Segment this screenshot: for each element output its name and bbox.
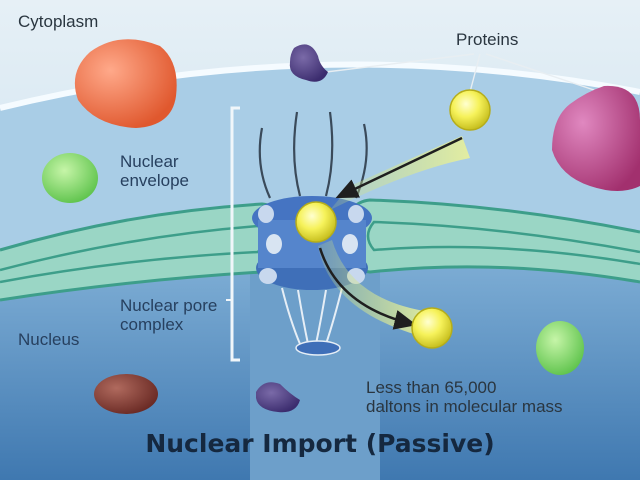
envelope-bracket (230, 106, 240, 362)
green-protein-right (536, 321, 584, 375)
nucleus-region-right (370, 216, 640, 480)
purple-protein (289, 44, 328, 82)
protein-leader-2 (469, 53, 481, 93)
protein-leader-3 (485, 53, 601, 93)
brown-protein (94, 374, 158, 414)
protein-leader-1 (325, 53, 475, 73)
nuclear-envelope-left (0, 204, 286, 300)
diagram-title: Nuclear Import (Passive) (145, 429, 495, 458)
label-nucleus: Nucleus (18, 330, 80, 349)
envelope-right-inner (366, 220, 640, 266)
magenta-protein (552, 85, 640, 191)
small-protein-cytoplasm (449, 89, 491, 131)
nuclear-envelope-right (346, 200, 640, 282)
label-nuclear-pore-complex: Nuclear pore complex (120, 296, 218, 334)
orange-protein (74, 39, 177, 129)
arrow-band-upper (330, 136, 470, 210)
small-protein-in-pore (295, 201, 337, 243)
label-proteins: Proteins (456, 30, 519, 49)
label-nuclear-envelope: Nuclear envelope (120, 152, 190, 190)
purple-protein-nucleus (256, 382, 300, 413)
small-protein-nucleus (411, 307, 453, 349)
label-cytoplasm: Cytoplasm (18, 12, 99, 31)
label-size-note: Less than 65,000 daltons in molecular ma… (366, 378, 563, 416)
import-arrow-upper (335, 136, 463, 199)
green-protein-left (42, 153, 98, 203)
import-arrow-lower (318, 247, 417, 330)
